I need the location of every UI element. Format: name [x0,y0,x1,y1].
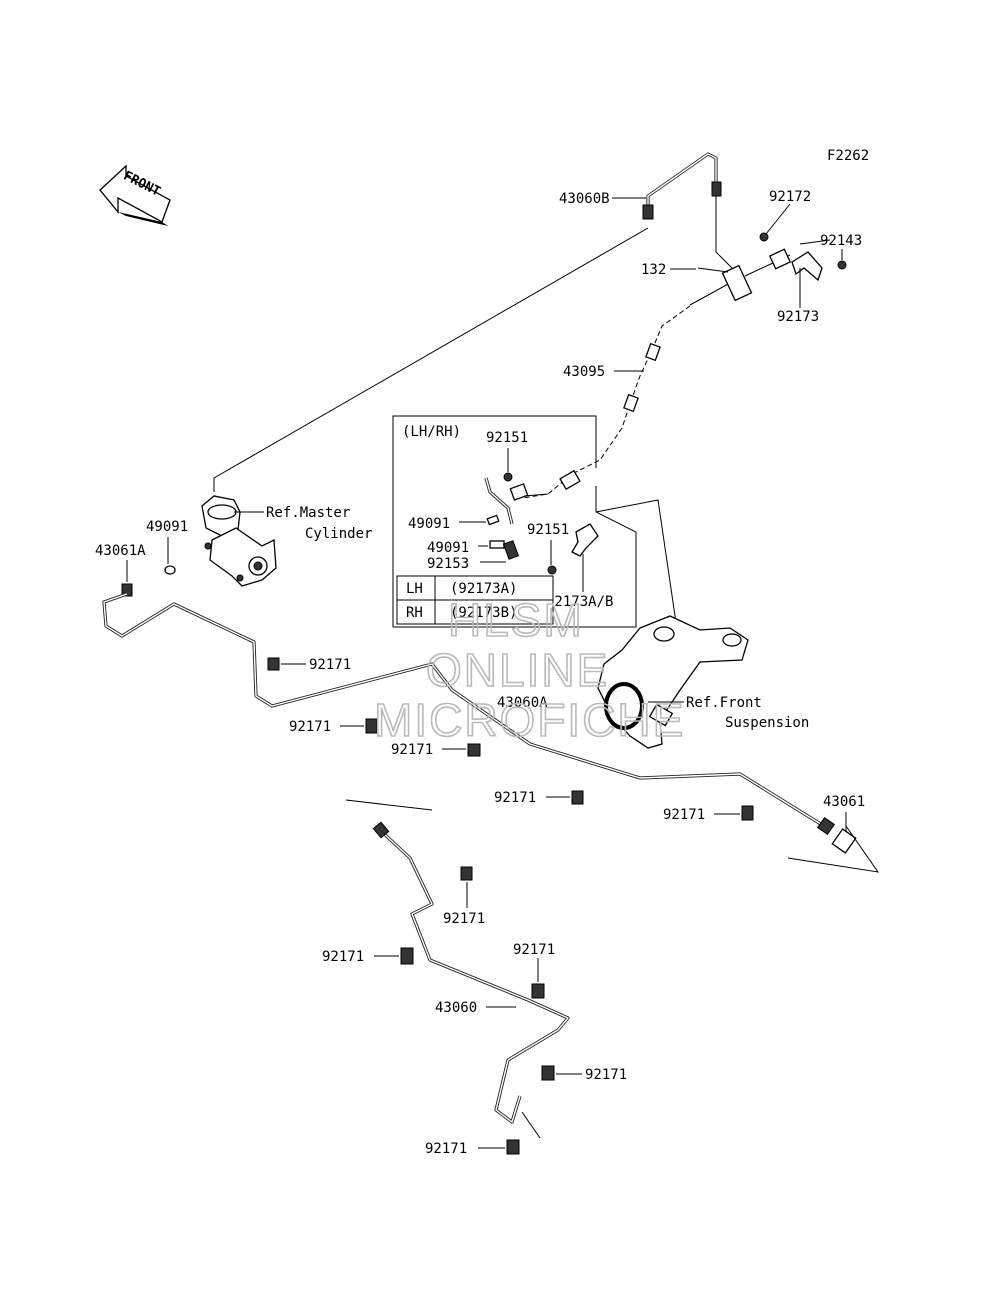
clip-92171-b [365,718,378,734]
label-92171-b: 92171 [289,719,331,735]
figure-code: F2262 [827,148,869,164]
label-92171-c: 92171 [391,742,433,758]
label-132: 132 [641,262,666,278]
label-92151-top: 92151 [486,430,528,446]
inset-title: (LH/RH) [402,424,461,440]
label-92173: 92173 [777,309,819,325]
watermark-line3: MICROFICHE [374,694,685,746]
leader-43060B-joint [715,196,737,273]
nut-92143 [837,260,847,270]
label-92172: 92172 [769,189,811,205]
label-92171-e: 92171 [663,807,705,823]
bolt-92151-top [503,472,513,482]
label-43060B: 43060B [559,191,610,207]
fitting-43061 [816,816,857,854]
watermark: HLSM ONLINE MICROFICHE [373,593,685,747]
watermark-line1: HLSM [448,594,584,646]
label-92171-f: 92171 [443,911,485,927]
guide-line-master [213,227,649,492]
bolt-92151-mid [547,565,557,575]
clamp-92173AB [571,523,599,557]
bracket-assembly [689,239,831,306]
table-side-lh: LH [406,581,423,597]
watermark-line2: ONLINE [426,644,609,696]
label-92171-j: 92171 [425,1141,467,1157]
fitting-43061A [121,583,133,597]
label-43061A: 43061A [95,543,146,559]
ref-front-line2: Suspension [725,715,809,731]
master-cylinder [201,495,277,587]
inset-table: LH (92173A) RH (92173B) [396,575,554,625]
guide-line-lower [345,799,433,811]
bolt-132 [697,267,729,273]
clip-92171-c [467,743,481,757]
clip-92171-j [506,1139,520,1155]
label-43060A: 43060A [497,695,548,711]
clip-92171-f [460,866,473,881]
washer-49091-left [164,565,176,575]
ref-front-line1: Ref.Front [686,695,762,711]
guide-line-43061 [787,825,880,873]
guide-line-lower-end [521,1111,541,1139]
front-suspension [597,615,749,749]
label-43060: 43060 [435,1000,477,1016]
washer-49091-b [489,540,505,549]
bolt-92153 [502,540,520,560]
label-43061: 43061 [823,794,865,810]
leader-92172 [765,203,791,235]
bolt-92172 [759,232,769,242]
clip-92171-i [541,1065,555,1081]
pipe-43060 [372,821,570,1124]
cable-43095 [521,305,691,499]
clip-92171-h [531,983,545,999]
washer-49091-a [486,514,500,526]
label-49091-b: 49091 [427,540,469,556]
clip-92171-a [267,657,280,671]
ref-master-line1: Ref.Master [266,505,350,521]
guide-line-suspension [595,499,681,651]
label-92171-i: 92171 [585,1067,627,1083]
inset-lh-rh: (LH/RH) 92151 49091 49091 92153 92151 92… [392,415,637,628]
label-92143: 92143 [820,233,862,249]
label-92171-d: 92171 [494,790,536,806]
table-part-rh: (92173B) [450,605,517,621]
label-92171-a: 92171 [309,657,351,673]
label-49091-left: 49091 [146,519,188,535]
label-92151-mid: 92151 [527,522,569,538]
front-arrow-icon: FRONT [99,164,171,226]
label-92171-g: 92171 [322,949,364,965]
table-side-rh: RH [406,605,423,621]
clip-92171-e [741,805,754,821]
clip-92171-d [571,790,584,805]
label-92171-h: 92171 [513,942,555,958]
label-92173AB: 92173A/B [546,594,613,610]
clip-92171-g [400,947,414,965]
table-part-lh: (92173A) [450,581,517,597]
label-43095: 43095 [563,364,605,380]
pipe-43060A [102,592,825,828]
label-49091-a: 49091 [408,516,450,532]
pipe-43060B [642,152,722,220]
ref-master-line2: Cylinder [305,526,372,542]
label-92153: 92153 [427,556,469,572]
